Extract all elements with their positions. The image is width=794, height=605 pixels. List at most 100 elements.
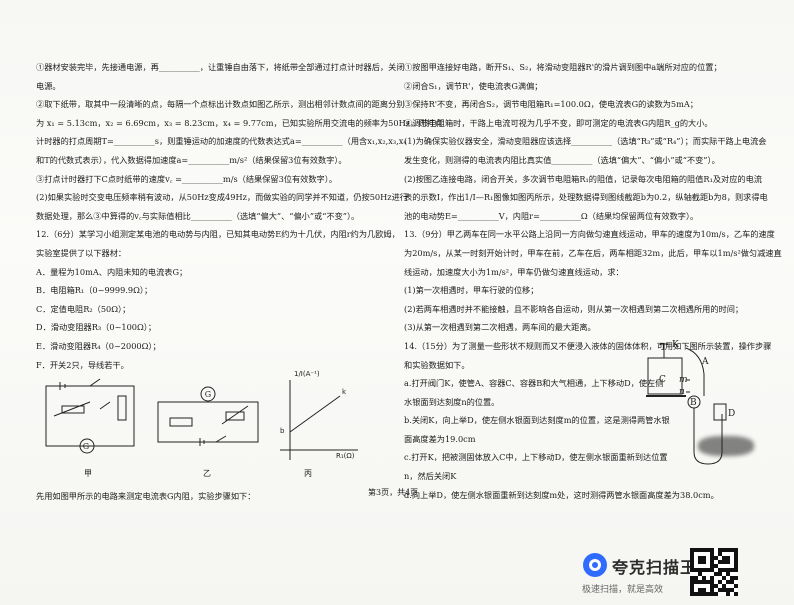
qr-module (710, 564, 714, 568)
graph-line (289, 395, 341, 433)
circuit-figures: G G 甲 乙 丙 1/I(A⁻¹) R₁(Ω) b k (40, 370, 370, 484)
right-text-line: 13.（9分）甲乙两车在同一水平公路上沿同一方向做匀速直线运动，甲车的速度为10… (404, 229, 775, 240)
qr-module (726, 588, 730, 592)
left-text-line: 计时器的打点周期T=__________s，则重锤运动的加速度的代数表达式a=_… (36, 136, 407, 147)
qr-module (710, 552, 714, 556)
qr-module (698, 588, 702, 592)
qr-module (726, 572, 730, 576)
left-bottom-line: 先用如图甲所示的电路来测定电流表G内阻，实验步骤如下： (36, 491, 256, 501)
right-text-line: 线运动，加速度大小为1m/s²，甲车仍做匀速直线运动，求： (404, 266, 624, 277)
qr-module (726, 568, 730, 572)
rheostat-r-prime (117, 395, 127, 421)
right-column: ①按图甲连接好电路，断开S₁、S₂，将滑动变阻器R'的滑片调到图中a端所对应的位… (404, 58, 782, 504)
brand-tagline: 极速扫描，就是高效 (582, 585, 664, 595)
qr-module (726, 580, 730, 584)
qr-module (734, 548, 738, 552)
qr-module (730, 568, 734, 572)
qr-module (730, 576, 734, 580)
right-text-line: 为20m/s，从某一时刻开始计时，甲车在前，乙车在后，两车相距32m，此后，甲车… (404, 247, 782, 258)
right-text-line: 和实验数据如下。 (404, 359, 470, 370)
qr-module (702, 568, 706, 572)
qr-module (698, 572, 702, 576)
qr-module (698, 548, 702, 552)
qr-code-icon (690, 548, 738, 596)
qr-module (694, 548, 698, 552)
qr-module (690, 564, 694, 568)
right-text-line: ③保持R'不变，再闭合S₂，调节电阻箱R₁=100.0Ω，使电流表G的读数为5m… (404, 99, 698, 110)
right-text-line: 池的电动势E=__________V，内阻r=__________Ω（结果均保留… (404, 210, 699, 221)
qr-module (710, 560, 714, 564)
galvanometer-g-jia (79, 438, 95, 454)
right-text-line: (1)为确保实验仪器安全，滑动变阻器应该选择__________（选填“R₃”或… (404, 136, 767, 147)
qr-module (714, 584, 718, 588)
qr-module (714, 592, 718, 596)
circuit-jia-frame (45, 385, 135, 447)
right-text-line: d.向上举D，使左侧水银面重新到达刻度m处，这时测得两管水银面高度差为38.0c… (404, 489, 719, 500)
graph-x-label: R₁(Ω) (336, 452, 355, 460)
switch-s1 (89, 378, 101, 387)
qr-module (710, 548, 714, 552)
left-text-line: F．开关2只，导线若干。 (36, 359, 129, 370)
qr-module (702, 588, 706, 592)
qr-module (702, 560, 706, 564)
switch-yi (215, 435, 227, 443)
qr-module (734, 556, 738, 560)
right-text-line: ①按图甲连接好电路，断开S₁、S₂，将滑动变阻器R'的滑片调到图中a端所对应的位… (404, 62, 722, 72)
left-text-line: 电源。 (36, 80, 61, 91)
left-text-line: B．电阻箱R₁（0~9999.9Ω）； (36, 285, 153, 296)
circuit-diagrams: G G (45, 378, 358, 460)
left-text-line: 数据处理，那么③中算得的v꜀与实际值相比__________（选填“偏大”、“偏… (36, 210, 360, 221)
qr-module (690, 580, 694, 584)
qr-module (702, 548, 706, 552)
left-text-line: 和T的代数式表示），代入数据得加速度a=__________m/s²（结果保留3… (36, 154, 347, 165)
right-text-line: a.打开阀门K，使管A、容器C、容器B和大气相通，上下移动D，使左侧 (404, 378, 664, 389)
container-c (647, 357, 683, 395)
right-text-line: 14.（15分）为了测量一些形状不规则而又不便浸入液体的固体体积，可用如下图所示… (404, 340, 772, 351)
label-n: n (679, 387, 685, 397)
scan-smudge (698, 436, 754, 456)
qr-module (698, 560, 702, 564)
qr-module (718, 588, 722, 592)
quark-logo-icon (583, 553, 607, 577)
label-d: D (728, 409, 735, 419)
circuit-yi-frame (157, 401, 259, 443)
label-a: A (701, 357, 709, 367)
qr-module (698, 592, 702, 596)
qr-module (710, 556, 714, 560)
qr-module (710, 568, 714, 572)
left-text-line: ②取下纸带，取其中一段清晰的点，每隔一个点标出计数点如图乙所示，测出相邻计数点间… (36, 99, 405, 110)
left-text-line: C．定值电阻R₂（50Ω）； (36, 303, 131, 314)
qr-module (722, 568, 726, 572)
qr-module (706, 592, 710, 596)
right-text-line: ②闭合S₁，调节R'，使电流表G满偏； (404, 80, 543, 91)
left-text-line: (2)如果实验时交变电压频率稍有波动，从50Hz变成49Hz，而做实验的同学并不… (36, 192, 408, 203)
qr-module (734, 584, 738, 588)
qr-module (698, 568, 702, 572)
qr-module (690, 552, 694, 556)
left-text-line: A．量程为10mA、内阻未知的电流表G； (36, 266, 188, 277)
tube-a (685, 347, 705, 396)
qr-module (730, 548, 734, 552)
qr-module (702, 592, 706, 596)
qr-module (718, 552, 722, 556)
qr-module (690, 588, 694, 592)
qr-module (734, 560, 738, 564)
left-text-line: 实验室提供了以下器材： (36, 247, 127, 258)
right-text-line: c.打开K，把被测固体放入C中，上下移动D，使左侧水银面重新到达位置 (404, 452, 668, 463)
qr-module (726, 560, 730, 564)
left-text-line: E．滑动变阻器R₄（0~2000Ω）； (36, 340, 161, 351)
qr-module (706, 580, 710, 584)
qr-module (690, 592, 694, 596)
g-letter-yi: G (205, 390, 211, 399)
qr-module (714, 564, 718, 568)
qr-module (722, 576, 726, 580)
right-text-line: 表的示数I，作出1/I—R₁图像如图丙所示，处理数据得到图线截距b为0.2，纵轴… (404, 192, 768, 203)
left-text-line: ①器材安装完毕，先接通电源，再__________，让重锤自由落下，将纸带全部通… (36, 62, 405, 72)
qr-module (726, 556, 730, 560)
qr-module (734, 576, 738, 580)
qr-module (722, 584, 726, 588)
left-text-line: 为 x₁ = 5.13cm，x₂ = 6.69cm，x₃ = 8.23cm，x₄… (36, 117, 443, 128)
brand-name: 夸克扫描王 (612, 558, 698, 577)
label-m: m (679, 375, 688, 385)
